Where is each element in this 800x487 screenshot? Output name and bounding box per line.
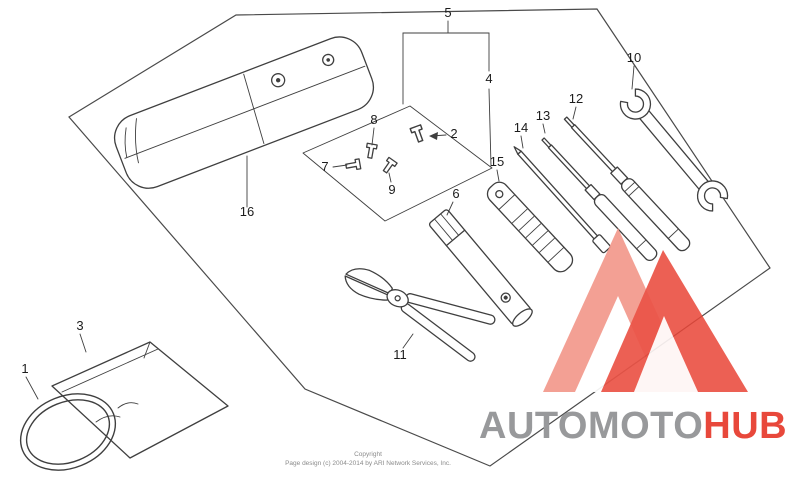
copyright-line-2: Page design (c) 2004-2014 by ARI Network… [285,460,451,467]
leader-line [371,127,375,146]
callout-10: 10 [627,50,641,90]
part-16-pouch-drawing [113,36,375,189]
part-12-screwdriver-drawing [563,116,691,252]
brand-red-text: HUB [703,405,787,447]
leader-line [388,172,392,183]
leader-line [496,169,500,182]
part-label-9[interactable]: 9 [388,182,395,197]
brand-gray-text: AUTOMOTO [479,405,703,447]
leader-line [446,201,454,216]
watermark-brand-text: AUTOMOTOHUB [479,405,787,447]
part-label-7[interactable]: 7 [321,159,328,174]
watermark-logo-icon [543,228,748,392]
part-6-socket-drawing [428,209,533,327]
part-15-handle-drawing [486,181,574,273]
part-10-wrench-drawing [619,88,729,212]
callout-12: 12 [569,91,583,120]
leader-line [332,164,348,168]
leader-line [79,333,87,353]
leader-line [631,65,635,90]
callout-15: 15 [490,154,504,182]
callout-1: 1 [21,361,39,400]
callout-5: 5 [402,5,490,105]
part-label-14[interactable]: 14 [514,120,528,135]
leader-line [572,106,577,120]
copyright-line-1: Copyright [354,451,382,458]
part-11-pliers-drawing [344,268,496,362]
part-label-8[interactable]: 8 [370,112,377,127]
part-label-4[interactable]: 4 [485,71,492,86]
leader-line [25,376,39,400]
callout-11: 11 [393,333,414,362]
callout-6: 6 [446,186,460,216]
callout-2: 2 [429,126,458,141]
part-label-15[interactable]: 15 [490,154,504,169]
callout-9: 9 [388,172,396,197]
part-14-bit-drawing [513,146,611,254]
part-label-16[interactable]: 16 [240,204,254,219]
part-label-11[interactable]: 11 [393,347,407,362]
part-1-ring-drawing [19,393,117,471]
part-label-10[interactable]: 10 [627,50,641,65]
callout-16: 16 [240,155,254,219]
leader-line [542,123,546,134]
part-label-1[interactable]: 1 [21,361,28,376]
leader-line [520,135,524,149]
callout-3: 3 [76,318,87,353]
part-3-bag-drawing [51,341,229,459]
part-label-3[interactable]: 3 [76,318,83,333]
part-label-2[interactable]: 2 [450,126,457,141]
callout-4: 4 [485,32,493,167]
callout-8: 8 [370,112,378,146]
part-label-5[interactable]: 5 [444,5,451,20]
clip-box-drawing [302,105,493,222]
callout-7: 7 [321,159,348,174]
part-13-screwdriver-drawing [541,137,658,262]
part-label-12[interactable]: 12 [569,91,583,106]
callout-13: 13 [536,108,550,134]
leader-line [402,333,414,349]
callout-14: 14 [514,120,528,149]
part-label-6[interactable]: 6 [452,186,459,201]
leader-line [488,88,492,167]
diagram-border [68,8,771,467]
leader-arrowhead [429,132,438,140]
part-label-13[interactable]: 13 [536,108,550,123]
